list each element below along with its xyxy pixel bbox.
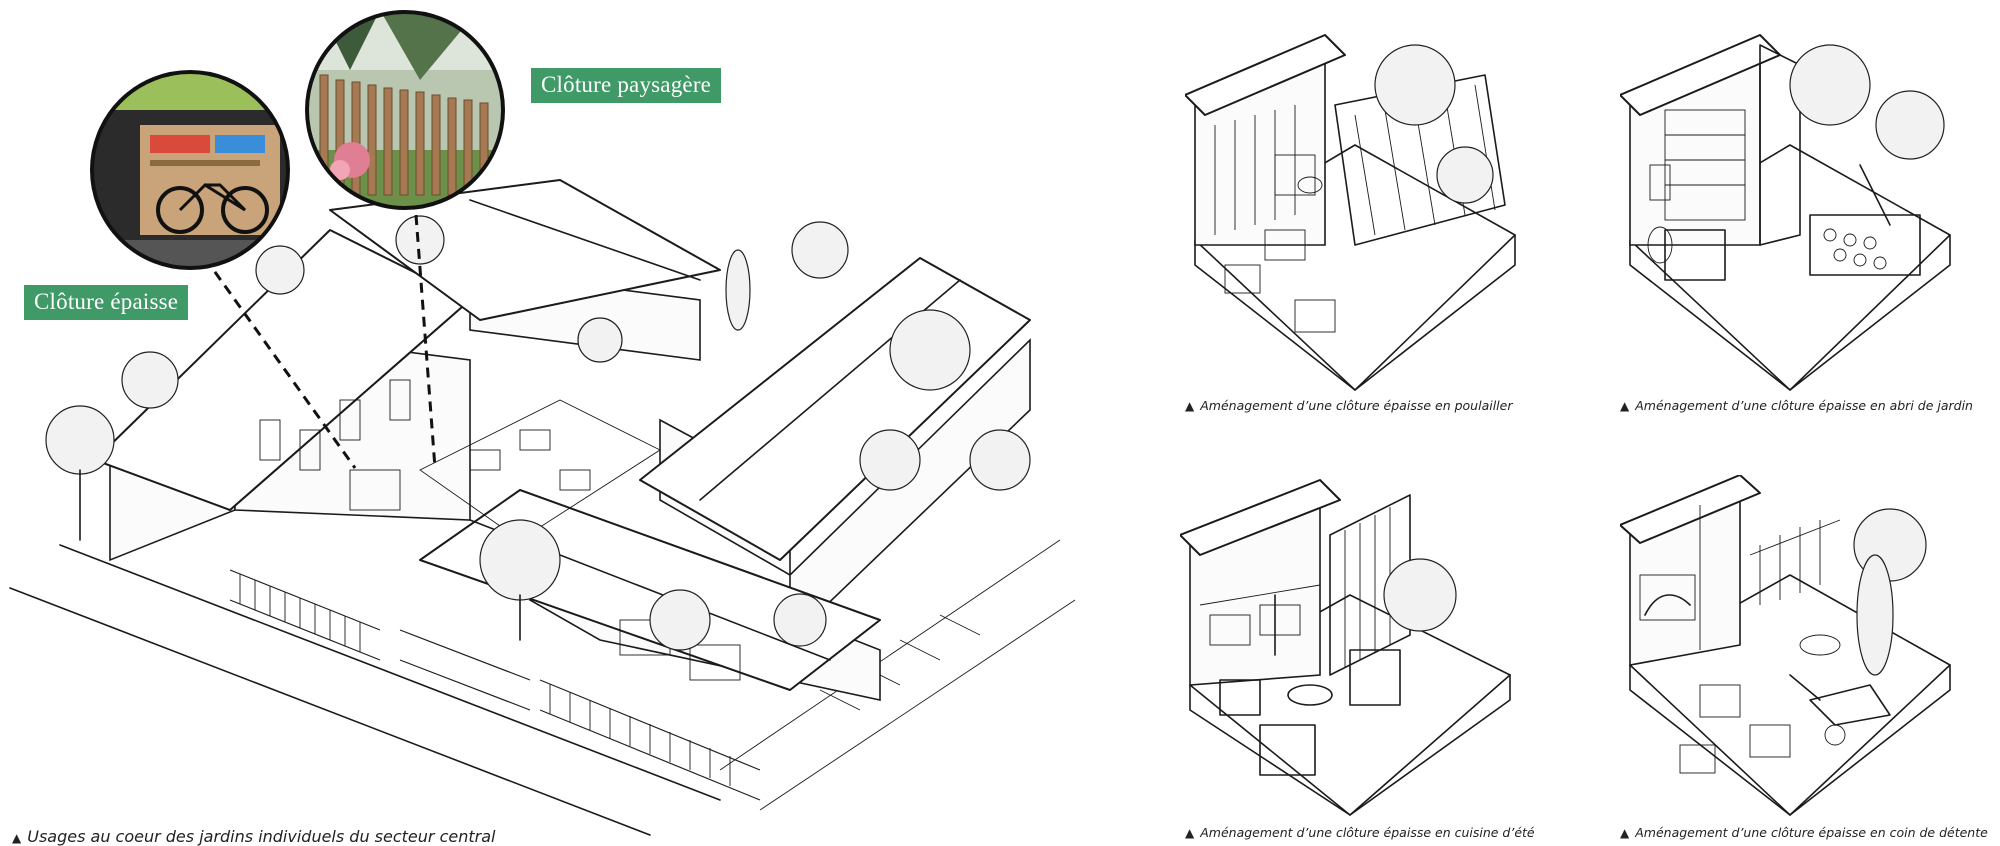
caption-relaxation-corner-text: Aménagement d’une clôture épaisse en coi…	[1635, 825, 1988, 840]
summer-kitchen-drawing	[1180, 479, 1511, 816]
main-illustration: Clôture épaisse Clôture paysagère ▲ Usage…	[9, 10, 1076, 846]
trees	[45, 215, 1031, 651]
tag-thick-fence: Clôture épaisse	[24, 285, 189, 320]
triangle-up-icon: ▲	[1620, 399, 1630, 413]
caption-chicken-coop-text: Aménagement d’une clôture épaisse en pou…	[1200, 398, 1513, 413]
triangle-up-icon: ▲	[12, 831, 22, 845]
chicken-coop-drawing	[1185, 34, 1516, 391]
garden-fences	[229, 569, 761, 801]
caption-garden-shed: ▲ Aménagement d’une clôture épaisse en ab…	[1620, 398, 1973, 413]
building-back	[329, 179, 721, 361]
leader-lines	[203, 214, 437, 469]
garden-shed-with-bicycle-photo	[90, 70, 290, 270]
relaxation-corner-drawing	[1620, 475, 1951, 816]
housing-block-axonometric-drawing	[9, 10, 1076, 836]
triangle-up-icon: ▲	[1620, 826, 1630, 840]
tag-landscape-fence: Clôture paysagère	[531, 68, 722, 103]
main-caption-text: Usages au coeur des jardins individuels …	[27, 827, 496, 846]
vignette-summer-kitchen: ▲ Aménagement d’une clôture épaisse en cu…	[1180, 475, 1535, 845]
triangle-up-icon: ▲	[1185, 826, 1195, 840]
garden-shed-drawing	[1620, 34, 1951, 391]
vignette-garden-shed: ▲ Aménagement d’une clôture épaisse en ab…	[1620, 15, 1973, 415]
main-caption: ▲ Usages au coeur des jardins individuels…	[12, 827, 495, 846]
caption-summer-kitchen-text: Aménagement d’une clôture épaisse en cui…	[1200, 825, 1535, 840]
caption-chicken-coop: ▲ Aménagement d’une clôture épaisse en po…	[1185, 398, 1512, 413]
vignette-chicken-coop: ▲ Aménagement d’une clôture épaisse en po…	[1185, 15, 1525, 415]
caption-summer-kitchen: ▲ Aménagement d’une clôture épaisse en cu…	[1185, 825, 1535, 840]
vignette-relaxation-corner: ▲ Aménagement d’une clôture épaisse en co…	[1620, 475, 1988, 845]
caption-relaxation-corner: ▲ Aménagement d’une clôture épaisse en co…	[1620, 825, 1988, 840]
caption-garden-shed-text: Aménagement d’une clôture épaisse en abr…	[1635, 398, 1973, 413]
triangle-up-icon: ▲	[1185, 399, 1195, 413]
chestnut-picket-fence-photo	[305, 10, 505, 210]
courtyard-gardens	[349, 399, 661, 541]
